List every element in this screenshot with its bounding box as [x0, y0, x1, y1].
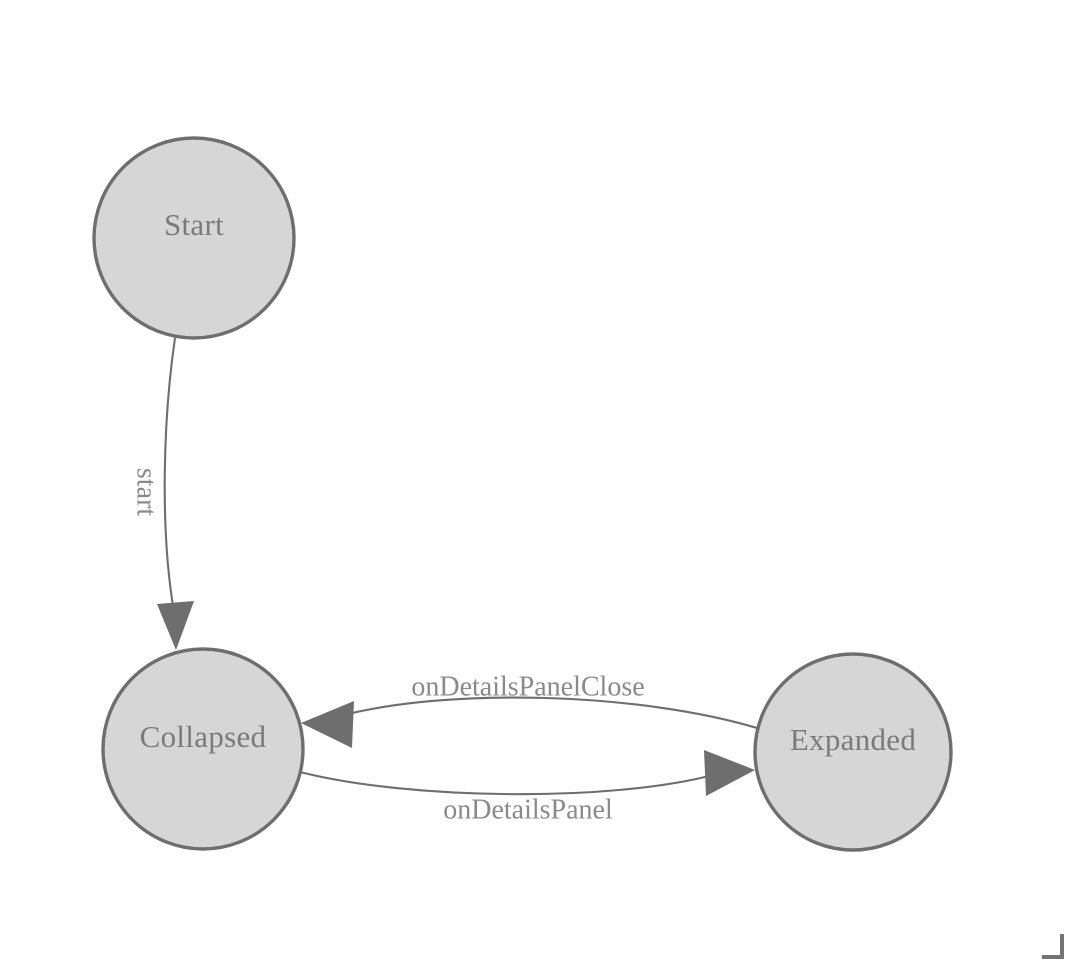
node-circle-start [92, 136, 296, 340]
edge-label-on-details-panel-close: onDetailsPanelClose [411, 671, 644, 702]
node-expanded[interactable]: Expanded [753, 652, 953, 852]
bottom-right-corner-mark [1042, 934, 1064, 959]
node-start[interactable]: Start [92, 136, 296, 340]
edge-label-on-details-panel: onDetailsPanel [443, 794, 613, 825]
edge-path-expanded-to-collapsed [339, 696, 758, 730]
node-circle-collapsed [101, 647, 305, 851]
edge-collapsed-to-expanded[interactable]: onDetailsPanel [299, 750, 755, 825]
arrowhead-into-collapsed-left [301, 701, 354, 748]
edge-start-to-collapsed[interactable]: start [131, 337, 194, 650]
edge-label-start: start [131, 468, 162, 516]
node-circle-expanded [753, 652, 953, 852]
edge-expanded-to-collapsed[interactable]: onDetailsPanelClose [301, 671, 758, 748]
arrowhead-into-collapsed-top [157, 601, 194, 650]
edge-path-collapsed-to-expanded [299, 770, 714, 796]
node-label-collapsed: Collapsed [140, 719, 267, 754]
node-label-start: Start [164, 207, 224, 242]
node-label-expanded: Expanded [790, 722, 917, 757]
arrowhead-into-expanded [704, 750, 755, 796]
edge-path-start-to-collapsed [163, 337, 177, 613]
node-collapsed[interactable]: Collapsed [101, 647, 305, 851]
